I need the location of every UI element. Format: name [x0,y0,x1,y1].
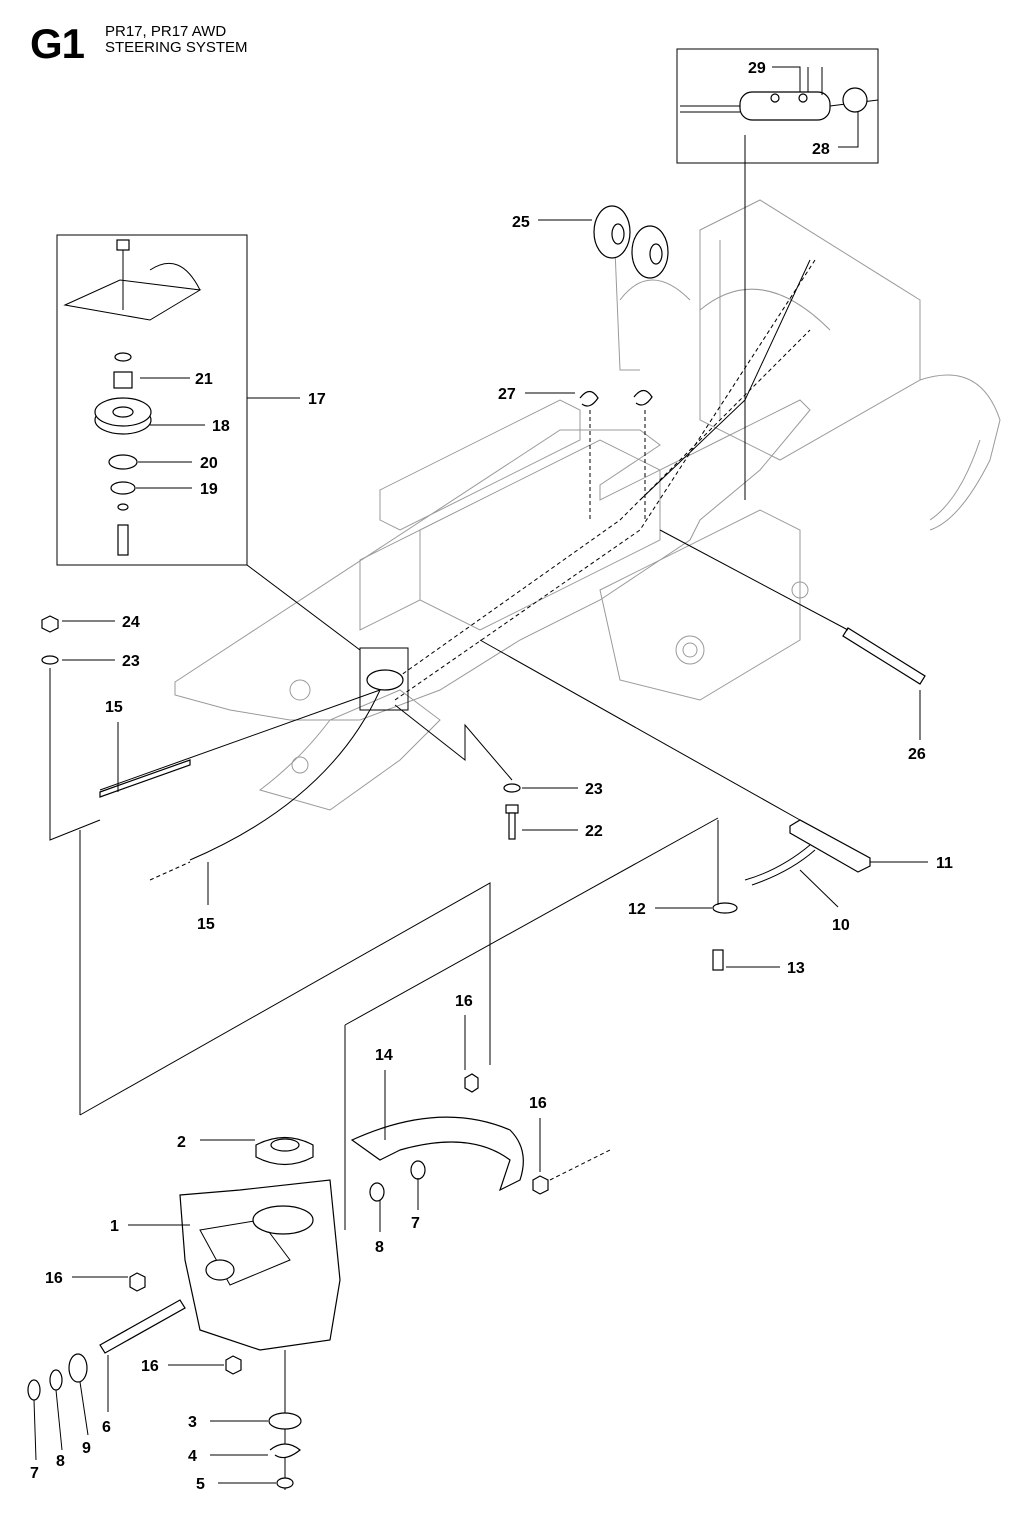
callout-2: 2 [177,1134,186,1151]
tractor-frame [174,199,1001,811]
callout-28: 28 [812,141,830,158]
screw-13 [712,949,724,971]
spring-10 [744,844,811,881]
callout-23a: 23 [122,653,140,670]
callout-22: 22 [585,823,603,840]
callout-3: 3 [188,1414,197,1431]
model-name: PR17, PR17 AWD [105,23,227,40]
callout-5: 5 [196,1476,205,1493]
callout-19: 19 [200,481,218,498]
bracket-12 [712,902,738,914]
callout-11: 11 [936,855,953,872]
callout-1: 1 [110,1218,119,1235]
callout-8a: 8 [375,1239,384,1256]
strip-11 [789,819,871,873]
callout-16a: 16 [455,993,473,1010]
callout-15b: 15 [197,916,215,933]
callout-26: 26 [908,746,926,763]
callout-7a: 7 [411,1215,420,1232]
callout-14: 14 [375,1047,393,1064]
callout-16c: 16 [45,1270,63,1287]
callout-labels: 29 28 25 27 21 17 18 20 19 24 23 15 26 2… [30,60,953,1493]
clip-27a [579,390,599,407]
callout-12: 12 [628,901,646,918]
callout-24: 24 [122,614,140,631]
callout-4: 4 [188,1448,197,1465]
callout-25: 25 [512,214,530,231]
callout-17: 17 [308,391,326,408]
callout-6: 6 [102,1419,111,1436]
cable-clamp-inset [676,48,879,500]
callout-10: 10 [832,917,850,934]
callout-27: 27 [498,386,516,403]
section-code: G1 [30,20,85,67]
pulley-inset [56,234,361,651]
clip-27b [633,389,653,406]
callout-9: 9 [82,1440,91,1457]
callout-7b: 7 [30,1465,39,1482]
pulleys [593,205,669,279]
nut-24 [41,615,59,633]
diagram-header: G1 PR17, PR17 AWD STEERING SYSTEM [30,22,430,72]
callout-20: 20 [200,455,218,472]
rod-26 [842,627,926,685]
callout-18: 18 [212,418,230,435]
steering-cable [99,259,816,861]
bracket-14 [350,1116,524,1192]
callout-16d: 16 [141,1358,159,1375]
callout-8b: 8 [56,1453,65,1470]
callout-16b: 16 [529,1095,547,1112]
callout-23b: 23 [585,781,603,798]
callout-29: 29 [748,60,766,77]
system-name: STEERING SYSTEM [105,39,248,56]
pulley-detail-box [359,647,409,711]
callout-13: 13 [787,960,805,977]
steering-gear-assembly [27,817,719,1490]
callout-21: 21 [195,371,213,388]
callout-15a: 15 [105,699,123,716]
leader-lines [33,66,928,1484]
